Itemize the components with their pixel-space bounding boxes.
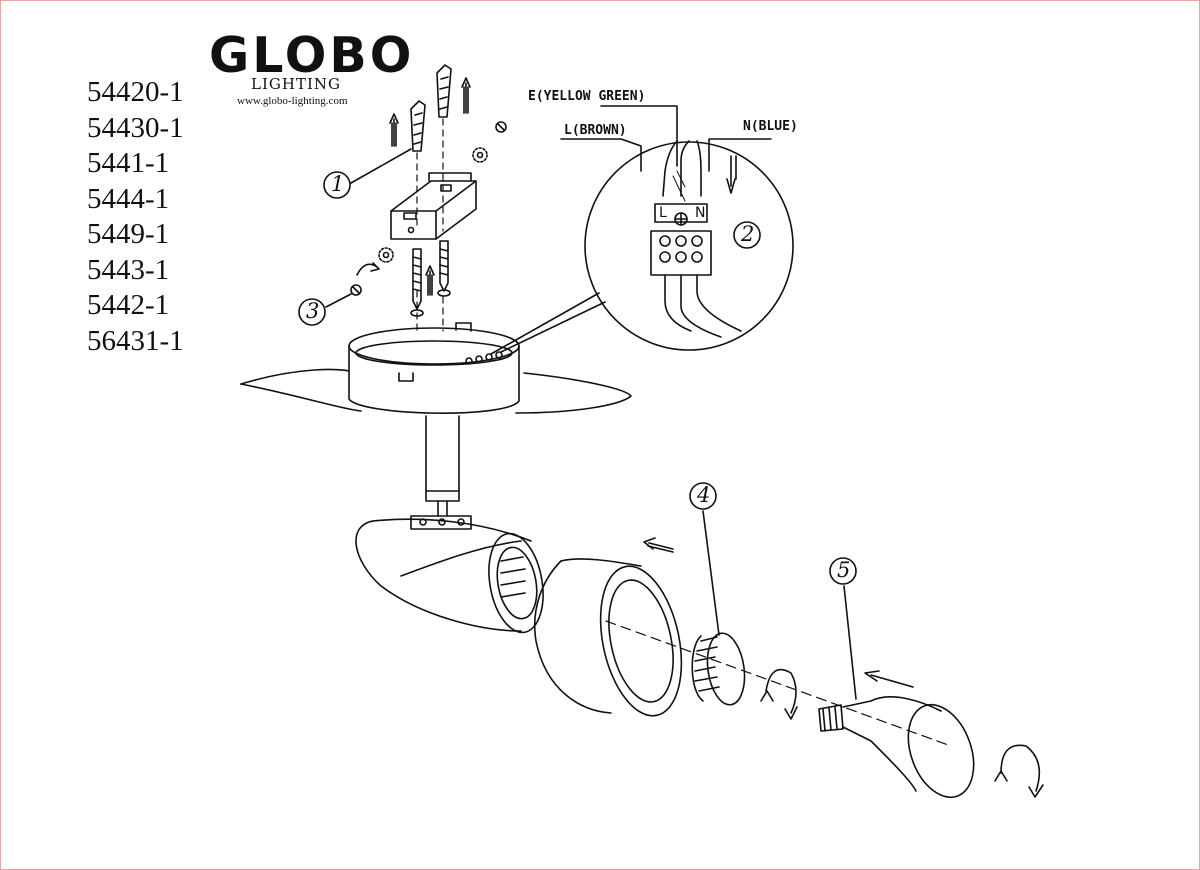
down-arrow-icon — [726, 155, 736, 194]
live-wire-leader — [560, 138, 642, 172]
left-arrow-icon — [864, 670, 914, 688]
up-arrow-icon — [425, 265, 435, 296]
lamp-shade — [533, 558, 683, 717]
callout-leader — [702, 510, 720, 636]
wiring-detail — [560, 105, 794, 351]
callout-circle — [689, 482, 717, 510]
canopy — [240, 322, 632, 414]
callout-number: 3 — [306, 299, 320, 323]
callout-circle — [323, 171, 351, 199]
screw-long-right — [437, 240, 451, 297]
live-wire-label: L(BROWN) — [564, 123, 627, 138]
earth-wire-label: E(YELLOW GREEN) — [528, 89, 646, 104]
callout-number: 5 — [837, 558, 851, 582]
model-number: 54430-1 — [87, 111, 184, 144]
model-number: 54420-1 — [87, 76, 184, 108]
terminal-live-label: L — [659, 205, 667, 221]
model-number-list: 54420-1 54430-1 5441-1 5444-1 5449-1 544… — [87, 75, 184, 359]
callout-number: 2 — [741, 222, 755, 246]
wall-plug-left — [410, 100, 426, 152]
left-arrow-icon — [643, 537, 674, 553]
terminal-neutral-label: N — [695, 205, 706, 221]
stem — [410, 415, 472, 530]
callout-number: 4 — [697, 483, 711, 507]
callout-leader — [843, 585, 857, 700]
callout-circle — [829, 557, 857, 585]
detail-leader — [490, 292, 600, 355]
wall-plug-right — [436, 64, 452, 118]
model-number: 56431-1 — [87, 324, 184, 357]
brand-url: www.globo-lighting.com — [237, 95, 348, 107]
screw-long-left — [410, 248, 424, 317]
washer-icon — [378, 247, 394, 263]
rotate-arrow-icon — [994, 744, 1044, 798]
up-arrow-icon — [389, 113, 399, 147]
model-number: 5442-1 — [87, 289, 170, 321]
alignment-guides — [416, 118, 444, 332]
spotlight-body — [355, 518, 544, 634]
callout-number: 1 — [331, 172, 345, 196]
retaining-ring — [691, 632, 746, 706]
brand-logo: GLOBO — [209, 27, 415, 84]
model-number: 5443-1 — [87, 253, 170, 286]
axis-line — [605, 620, 952, 747]
neutral-wire-leader — [708, 138, 772, 172]
washer-icon — [472, 147, 488, 163]
callout-circle — [733, 221, 761, 249]
light-bulb — [818, 696, 975, 799]
rotate-arrow-icon — [760, 668, 798, 720]
earth-wire-leader — [600, 105, 678, 167]
up-arrow-icon — [461, 77, 471, 114]
rotate-arrow-icon — [356, 262, 380, 276]
callout-leader — [325, 293, 352, 308]
model-number: 5441-1 — [87, 147, 170, 179]
model-number: 5449-1 — [87, 218, 170, 250]
brand-subtitle: LIGHTING — [251, 75, 341, 93]
model-number: 5444-1 — [87, 182, 170, 215]
callout-circle — [298, 298, 326, 326]
neutral-wire-label: N(BLUE) — [743, 119, 798, 134]
callout-leader — [350, 148, 412, 184]
screw-icon — [350, 284, 362, 296]
detail-leader — [500, 301, 606, 353]
mounting-bracket — [390, 172, 477, 240]
screw-icon — [495, 121, 507, 133]
